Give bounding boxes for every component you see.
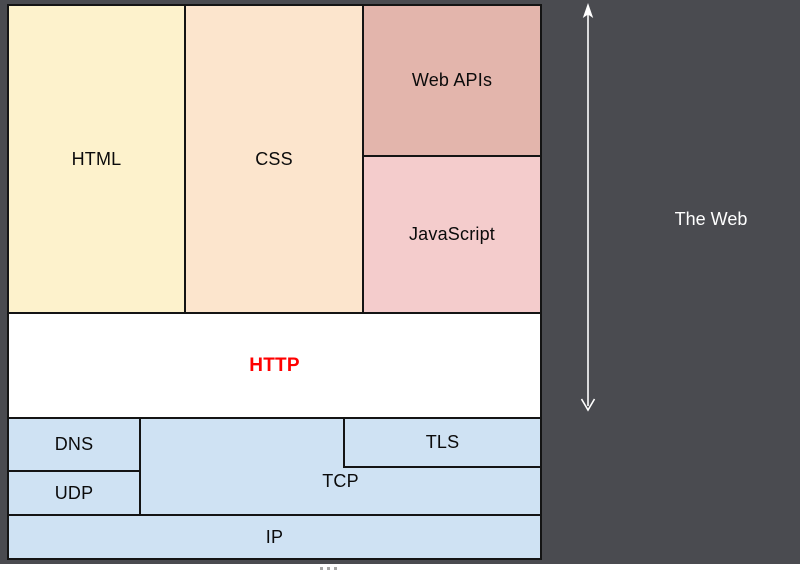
- box-ip: IP: [7, 514, 542, 560]
- the-web-label: The Web: [674, 209, 748, 229]
- box-http-label: HTTP: [249, 354, 300, 376]
- box-javascript-label: JavaScript: [408, 224, 496, 244]
- box-udp-label: UDP: [54, 482, 94, 503]
- box-web-apis: Web APIs: [362, 4, 542, 157]
- ellipsis-icon: [320, 567, 337, 570]
- box-tls: TLS: [343, 417, 542, 468]
- box-dns-label: DNS: [54, 434, 94, 454]
- double-headed-arrow-icon: [580, 3, 596, 412]
- box-css-label: CSS: [255, 148, 293, 169]
- box-html: HTML: [7, 4, 186, 314]
- page-footer: [0, 564, 800, 573]
- box-udp: UDP: [7, 470, 141, 516]
- box-tls-label: TLS: [425, 432, 460, 452]
- box-http: HTTP: [7, 312, 542, 419]
- box-tcp-label: TCP: [322, 471, 359, 491]
- box-ip-label: IP: [265, 526, 284, 547]
- box-web-apis-label: Web APIs: [411, 70, 493, 90]
- box-javascript: JavaScript: [362, 155, 542, 314]
- box-html-label: HTML: [71, 148, 122, 169]
- box-dns: DNS: [7, 417, 141, 472]
- box-css: CSS: [184, 4, 364, 314]
